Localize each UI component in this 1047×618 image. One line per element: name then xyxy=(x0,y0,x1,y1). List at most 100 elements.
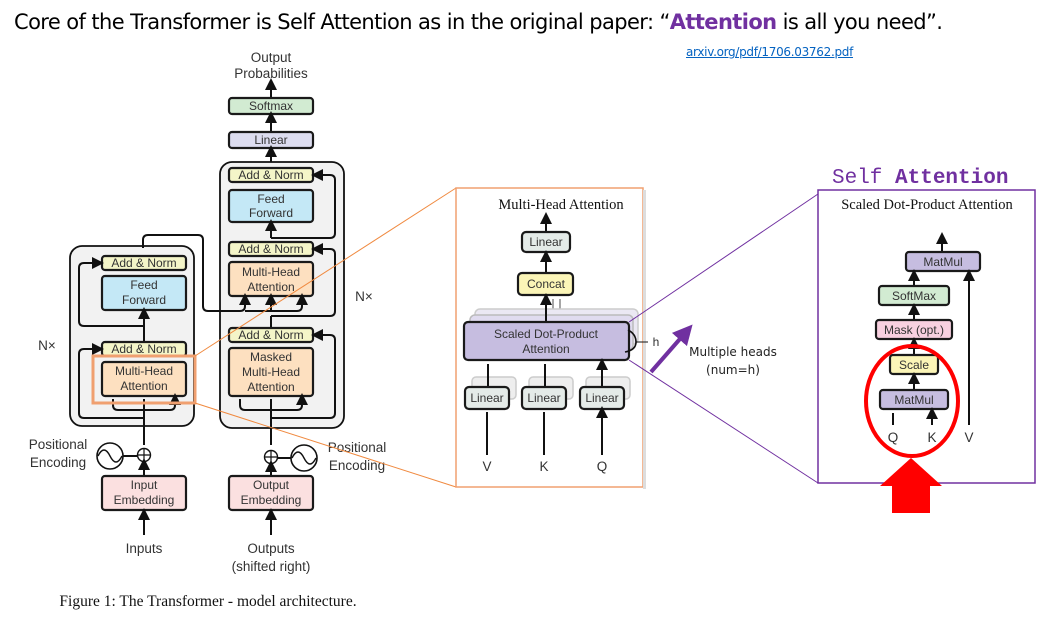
add-norm-label: Add & Norm xyxy=(238,168,303,182)
heads-h-label: h xyxy=(653,335,660,349)
encoder-multi-head-attention xyxy=(100,360,188,398)
arrow xyxy=(245,293,308,312)
heading-self: Self xyxy=(832,167,895,190)
feed-forward-label-1: Feed xyxy=(130,278,157,292)
matmul-bottom-box xyxy=(878,388,950,411)
mha-title: Multi-Head Attention xyxy=(498,197,624,213)
highlight-circle xyxy=(864,344,960,458)
arrow xyxy=(239,399,302,445)
linear-label: Linear xyxy=(529,235,562,249)
residual-arrow xyxy=(271,329,336,419)
mha-label-1: Multi-Head xyxy=(242,365,300,379)
arrow xyxy=(112,399,175,445)
output-probabilities-label-2: Probabilities xyxy=(234,66,308,81)
add-norm-label: Add & Norm xyxy=(238,328,303,342)
softmax-label: SoftMax xyxy=(892,289,936,303)
softmax-label: Softmax xyxy=(249,99,293,113)
figure-caption: Figure 1: The Transformer - model archit… xyxy=(59,593,356,610)
decoder-masked-multi-head-attention xyxy=(227,346,315,398)
sdpa-label-1: Scaled Dot-Product xyxy=(494,327,599,341)
panel-shadow xyxy=(643,190,646,489)
callout-line xyxy=(194,187,457,357)
concat-label: Concat xyxy=(527,277,566,291)
input-embedding-label-2: Embedding xyxy=(114,493,175,507)
mask-label: Mask (opt.) xyxy=(884,323,944,337)
add-norm-label: Add & Norm xyxy=(111,342,176,356)
add-norm-label: Add & Norm xyxy=(238,242,303,256)
page-title: Core of the Transformer is Self Attentio… xyxy=(14,10,943,34)
callout-line xyxy=(628,193,819,323)
inputs-label: Inputs xyxy=(126,541,163,556)
feed-forward-label-2: Forward xyxy=(249,206,293,220)
positional-encoding-label-1: Positional xyxy=(29,437,88,452)
linear-label: Linear xyxy=(585,391,618,405)
annotation-line-1: Multiple heads xyxy=(689,345,777,359)
output-probabilities-label-1: Output xyxy=(251,50,292,65)
matmul-top-box xyxy=(904,250,982,273)
positional-encoding-label-2: Encoding xyxy=(329,458,385,473)
mha-label-2: Attention xyxy=(247,380,294,394)
output-embedding-label-1: Output xyxy=(253,478,290,492)
residual-arrow xyxy=(271,169,336,239)
input-k-label: K xyxy=(539,459,548,474)
input-v-label: V xyxy=(482,459,491,474)
self-attention-heading: Self Attention xyxy=(832,167,1008,190)
callout-line xyxy=(194,402,457,488)
outputs-label-1: Outputs xyxy=(247,541,295,556)
encoder-sine-icon xyxy=(96,442,124,470)
feed-forward-label-2: Forward xyxy=(122,293,166,307)
residual-arrow xyxy=(78,343,144,419)
title-highlight: Attention xyxy=(669,10,777,34)
callout-line xyxy=(628,359,819,484)
encoder-to-decoder-arrow xyxy=(142,234,251,312)
linear-label: Linear xyxy=(470,391,503,405)
input-embedding-label-1: Input xyxy=(131,478,158,492)
arrow xyxy=(892,413,932,425)
transformer-diagram: Output Probabilities Softmax Linear Add … xyxy=(29,50,387,610)
masked-label: Masked xyxy=(250,350,292,364)
mha-highlight-box xyxy=(91,354,197,405)
residual-arrow xyxy=(78,257,144,327)
input-q-label: Q xyxy=(888,430,899,445)
mha-label-2: Attention xyxy=(247,280,294,294)
multi-head-attention-panel: Multi-Head Attention Linear Concat Scale… xyxy=(455,187,660,489)
linear-label: Linear xyxy=(527,391,560,405)
outputs-label-2: (shifted right) xyxy=(232,559,311,574)
sdpa-panel: Self Attention Scaled Dot-Product Attent… xyxy=(817,167,1036,513)
decoder-nx-label: N× xyxy=(355,289,373,304)
multiple-heads-arrow xyxy=(649,324,693,374)
heading-attention: Attention xyxy=(895,167,1008,190)
positional-encoding-label-1: Positional xyxy=(328,440,387,455)
mha-linear-v xyxy=(463,385,511,411)
mha-label-2: Attention xyxy=(120,379,167,393)
input-k-label: K xyxy=(927,430,936,445)
mha-label-1: Multi-Head xyxy=(242,265,300,279)
arrow xyxy=(486,412,602,455)
mha-linear-k xyxy=(520,385,568,411)
sdpa-label-2: Attention xyxy=(522,342,569,356)
paper-link[interactable]: arxiv.org/pdf/1706.03762.pdf xyxy=(686,45,854,59)
encoder-nx-label: N× xyxy=(38,338,56,353)
residual-arrow xyxy=(271,243,336,317)
encoder-add-icon xyxy=(136,447,152,463)
input-q-label: Q xyxy=(597,459,608,474)
mha-sdpa-box xyxy=(462,320,631,362)
positional-encoding-label-2: Encoding xyxy=(30,455,86,470)
decoder-sine-icon xyxy=(290,444,318,472)
decoder-add-icon xyxy=(263,449,279,465)
title-suffix: is all you need”. xyxy=(776,10,943,34)
annotation-line-2: (num=h) xyxy=(706,363,760,377)
feed-forward-label-1: Feed xyxy=(257,192,284,206)
linear-label: Linear xyxy=(254,133,287,147)
add-norm-label: Add & Norm xyxy=(111,256,176,270)
matmul-label: MatMul xyxy=(923,255,962,269)
title-prefix: Core of the Transformer is Self Attentio… xyxy=(14,10,670,34)
output-embedding-label-2: Embedding xyxy=(241,493,302,507)
input-v-label: V xyxy=(964,430,973,445)
mha-label-1: Multi-Head xyxy=(115,364,173,378)
sdpa-title: Scaled Dot-Product Attention xyxy=(841,197,1013,213)
red-arrow-icon xyxy=(880,458,942,513)
matmul-label: MatMul xyxy=(894,393,933,407)
scale-label: Scale xyxy=(899,358,929,372)
